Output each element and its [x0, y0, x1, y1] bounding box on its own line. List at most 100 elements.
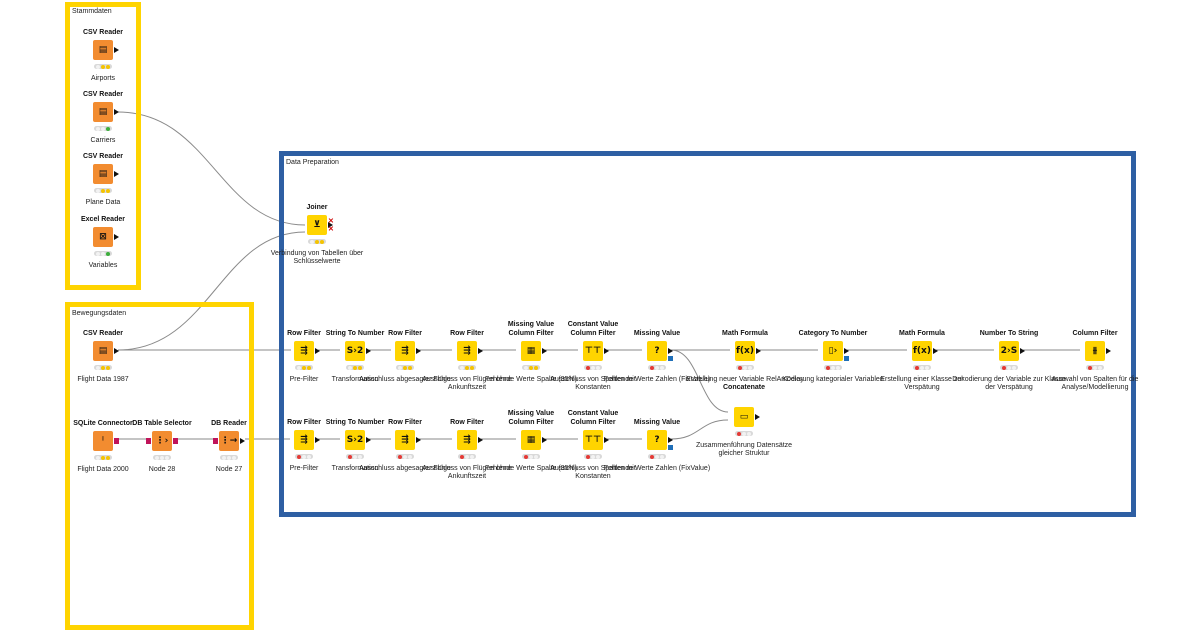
column-filter-icon[interactable]: ⫵	[1085, 341, 1105, 361]
node-r1-rowfilter3[interactable]: Row Filter⇶Ausschluss von Flügen ohne An…	[417, 319, 517, 409]
output-port[interactable]	[114, 171, 119, 177]
row-filter-icon[interactable]: ⇶	[395, 341, 415, 361]
output-port[interactable]	[755, 414, 760, 420]
node-label[interactable]: Ausschluss abgesagter Flüge	[359, 376, 451, 383]
string-to-number-icon[interactable]: S›2	[345, 341, 365, 361]
csv-reader-icon[interactable]: ▤	[93, 341, 113, 361]
csv-reader-icon[interactable]: ▤	[93, 164, 113, 184]
node-r1-cvcf[interactable]: Constant Value Column Filter⊤⊤Ausschluss…	[543, 319, 643, 409]
node-csv-1987[interactable]: CSV Reader▤Flight Data 1987	[53, 319, 153, 409]
excel-reader-icon[interactable]: ⊠	[93, 227, 113, 247]
annotation-bewegungsdaten[interactable]: Bewegungsdaten	[65, 302, 254, 630]
row-filter-icon[interactable]: ⇶	[395, 430, 415, 450]
output-port[interactable]	[756, 348, 761, 354]
connection-wire[interactable]	[117, 111, 306, 226]
row-filter-icon[interactable]: ⇶	[294, 430, 314, 450]
output-port[interactable]	[114, 234, 119, 240]
node-csv-plane[interactable]: CSV Reader▤Plane Data	[53, 142, 153, 232]
math-formula-icon[interactable]: f(x)	[912, 341, 932, 361]
output-port[interactable]	[114, 438, 119, 444]
node-label[interactable]: Erstellung neuer Variable RelArrDelay	[686, 376, 804, 383]
node-r2-rowfilter3[interactable]: Row Filter⇶Ausschluss von Flügen ohne An…	[417, 408, 517, 498]
node-r1-cat2num[interactable]: Category To Number▯›Kodierung kategorial…	[782, 319, 883, 409]
row-filter-icon[interactable]: ⇶	[457, 430, 477, 450]
missing-value-icon[interactable]: ?	[647, 430, 667, 450]
node-label[interactable]: Pre-Filter	[289, 376, 319, 383]
node-r2-rowfilter2[interactable]: Row Filter⇶Ausschluss abgesagter Flüge	[355, 408, 455, 498]
connection-wire[interactable]	[117, 231, 306, 351]
connection-wire[interactable]	[670, 419, 729, 440]
node-r2-mv[interactable]: Missing Value?Fehlende Werte Zahlen (Fix…	[604, 408, 710, 498]
string-to-number-icon[interactable]: S›2	[345, 430, 365, 450]
input-port[interactable]	[213, 438, 218, 444]
node-label[interactable]: Transformation	[331, 465, 379, 472]
node-label[interactable]: Auswahl von Spalten für die Analyse/Mode…	[1051, 376, 1139, 391]
output-port[interactable]	[114, 47, 119, 53]
node-r1-mvcf[interactable]: Missing Value Column Filter▦Fehlende Wer…	[481, 319, 581, 409]
sqlite-connector-icon[interactable]: ᛌ	[93, 431, 113, 451]
node-r2-rowfilter[interactable]: Row Filter⇶Pre-Filter	[254, 408, 354, 498]
node-r1-colfilter[interactable]: Column Filter⫵Auswahl von Spalten für di…	[1045, 319, 1145, 409]
output-port[interactable]	[328, 222, 333, 228]
concatenate-icon[interactable]: ▭	[734, 407, 754, 427]
output-port[interactable]	[478, 348, 483, 354]
output-port[interactable]	[1106, 348, 1111, 354]
output-port[interactable]	[542, 348, 547, 354]
node-label[interactable]: Flight Data 1987	[77, 376, 129, 383]
node-label[interactable]: Node 28	[148, 466, 176, 473]
output-port[interactable]	[315, 348, 320, 354]
node-label[interactable]: Pre-Filter	[289, 465, 319, 472]
model-output-port[interactable]	[668, 356, 673, 361]
node-csv-carriers[interactable]: CSV Reader▤Carriers	[53, 80, 153, 170]
db-reader-icon[interactable]: ⋮→	[219, 431, 239, 451]
node-label[interactable]: Plane Data	[85, 199, 121, 206]
node-label[interactable]: Fehlende Werte Zahlen (FixValue)	[603, 465, 711, 472]
missing-value-icon[interactable]: ?	[647, 341, 667, 361]
node-label[interactable]: Ausschluss von Flügen ohne Ankunftszeit	[422, 376, 512, 391]
node-r2-cvcf[interactable]: Constant Value Column Filter⊤⊤Ausschluss…	[543, 408, 643, 498]
connection-wire[interactable]	[670, 349, 729, 413]
constant-value-column-filter-icon[interactable]: ⊤⊤	[583, 341, 603, 361]
output-port[interactable]	[416, 348, 421, 354]
annotation-stammdaten[interactable]: Stammdaten	[65, 2, 141, 290]
csv-reader-icon[interactable]: ▤	[93, 102, 113, 122]
output-port[interactable]	[366, 348, 371, 354]
node-label[interactable]: Flight Data 2000	[77, 466, 129, 473]
missing-value-column-filter-icon[interactable]: ▦	[521, 430, 541, 450]
node-excel-vars[interactable]: Excel Reader⊠Variables	[53, 205, 153, 295]
node-label[interactable]: Verbindung von Tabellen über Schlüsselwe…	[270, 250, 364, 265]
node-label[interactable]: Fehlende Werte Spalte (95%)	[484, 465, 578, 472]
constant-value-column-filter-icon[interactable]: ⊤⊤	[583, 430, 603, 450]
node-label[interactable]: Node 27	[215, 466, 243, 473]
node-label[interactable]: Zusammenführung Datensätze gleicher Stru…	[695, 442, 793, 457]
node-label[interactable]: Erstellung einer Klasse zur Verspätung	[880, 376, 964, 391]
node-label[interactable]: Ausschluss abgesagter Flüge	[359, 465, 451, 472]
category-to-number-icon[interactable]: ▯›	[823, 341, 843, 361]
node-label[interactable]: Fehlende Werte Spalte (95%)	[484, 376, 578, 383]
output-port[interactable]	[604, 437, 609, 443]
node-db-table[interactable]: DB Table Selector⋮›Node 28	[112, 409, 212, 499]
output-port[interactable]	[114, 109, 119, 115]
node-concat[interactable]: Concatenate▭Zusammenführung Datensätze g…	[694, 384, 794, 475]
input-port[interactable]	[146, 438, 151, 444]
output-port[interactable]	[542, 437, 547, 443]
node-r1-rowfilter[interactable]: Row Filter⇶Pre-Filter	[254, 319, 354, 409]
node-label[interactable]: Fehlende Werte Zahlen (FixValue)	[603, 376, 711, 383]
output-port[interactable]	[315, 437, 320, 443]
output-port[interactable]	[366, 437, 371, 443]
output-port[interactable]	[1020, 348, 1025, 354]
node-label[interactable]: Carriers	[90, 137, 116, 144]
row-filter-icon[interactable]: ⇶	[294, 341, 314, 361]
output-port[interactable]	[933, 348, 938, 354]
node-csv-airports[interactable]: CSV Reader▤Airports	[53, 18, 153, 108]
db-table-selector-icon[interactable]: ⋮›	[152, 431, 172, 451]
output-port[interactable]	[173, 438, 178, 444]
node-r1-rowfilter2[interactable]: Row Filter⇶Ausschluss abgesagter Flüge	[355, 319, 455, 409]
node-db-reader[interactable]: DB Reader⋮→Node 27	[179, 409, 279, 499]
row-filter-icon[interactable]: ⇶	[457, 341, 477, 361]
